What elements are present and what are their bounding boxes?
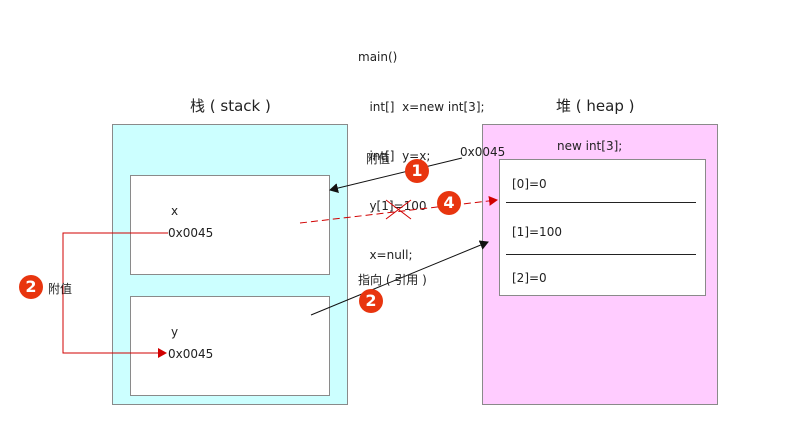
assign-arrow	[329, 157, 463, 193]
copy-arrow	[62, 232, 168, 358]
step-badge-4: 4	[437, 191, 461, 215]
code-line: main()	[358, 50, 398, 64]
point-to-label: 指向 ( 引用 )	[358, 273, 427, 287]
x-variable-value: 0x0045	[168, 226, 214, 240]
heap-new-label: new int[3];	[557, 139, 623, 153]
heap-cell-1: [1]=100	[512, 225, 562, 239]
x-variable-name: x	[171, 204, 179, 218]
heap-title: 堆 ( heap )	[556, 97, 635, 115]
heap-cell-2: [2]=0	[512, 271, 547, 285]
code-line: int[] y=x;	[358, 149, 431, 163]
code-line: y[1]=100	[358, 198, 427, 213]
heap-cell-0: [0]=0	[512, 177, 547, 191]
heap-cell-divider	[506, 202, 696, 203]
stack-title: 栈 ( stack )	[190, 97, 271, 115]
step-badge-2-mid: 2	[359, 289, 383, 313]
cross-mark	[385, 199, 412, 220]
assign-label-left: 附值	[48, 282, 73, 296]
step-badge-1: 1	[405, 159, 429, 183]
stack-x-box: x 0x0045	[130, 175, 330, 275]
heap-cell-divider	[506, 254, 696, 255]
assign-label-top: 附值	[366, 152, 391, 166]
reference-arrow	[310, 240, 489, 316]
code-line: x=null;	[358, 248, 413, 262]
step-badge-2-left: 2	[19, 275, 43, 299]
y-variable-name: y	[171, 325, 179, 339]
broken-reference-arrow	[299, 195, 498, 224]
code-line: int[] x=new int[3];	[358, 99, 485, 114]
code-snippet: main() int[] x=new int[3]; int[] y=x; y[…	[358, 16, 485, 280]
heap-array-box: [0]=0 [1]=100 [2]=0	[499, 159, 706, 296]
y-variable-value: 0x0045	[168, 347, 214, 361]
stack-y-box: y 0x0045	[130, 296, 330, 396]
address-label-top: 0x0045	[460, 145, 506, 159]
